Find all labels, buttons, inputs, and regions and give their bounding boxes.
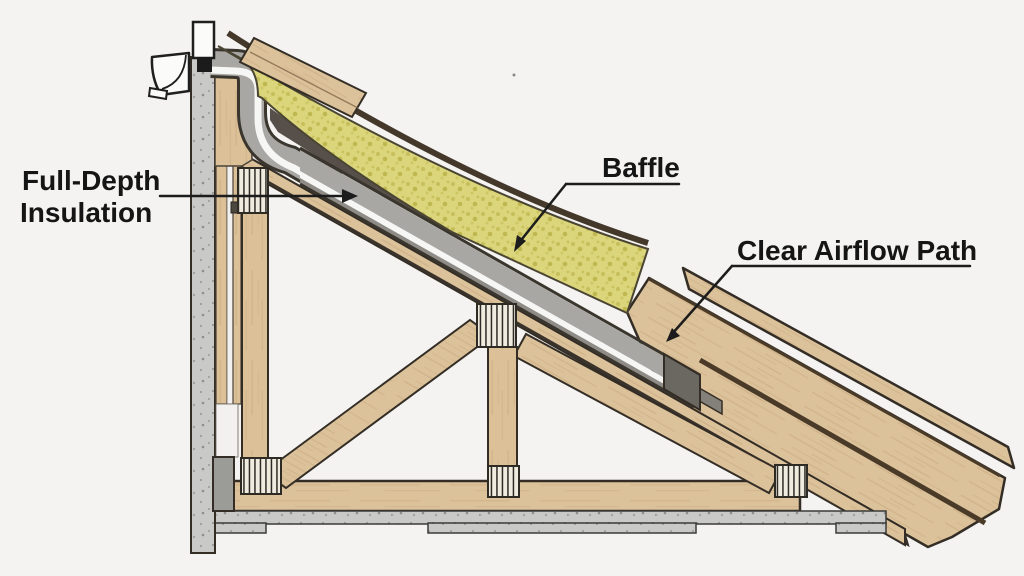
plank-edge-line [648,277,1001,478]
eave-exterior [147,20,216,101]
wall-concrete [190,56,216,554]
baffle-end-cap [663,352,701,412]
label-clear-airflow: Clear Airflow Path [737,235,977,266]
airflow-leader-line [670,264,734,336]
baffle-gray-band [300,150,700,398]
insulation-batt [217,30,650,315]
gutter-lip [147,86,169,101]
callouts: Full-Depth Insulation Baffle Clear Airfl… [20,152,977,342]
baffle-eave-curve [210,48,343,199]
ridge-board [238,36,368,119]
baffle-leader-line [516,182,568,246]
label-full-depth-line1: Full-Depth [22,165,160,196]
truss-web [237,167,808,498]
background-speck [512,73,516,77]
blocking-bottom-left [240,457,282,495]
label-baffle: Baffle [602,152,680,183]
gutter [150,51,191,97]
baffle-top-edge [299,146,701,377]
gutter-inner-curve [161,54,187,90]
label-full-depth-line2: Insulation [20,197,152,228]
airflow-arrowhead [666,328,680,342]
soffit-vent-block [197,57,212,72]
baffle-bottom-edge [299,182,695,409]
airflow-white-stripe [300,171,698,404]
blocking-post-top [476,303,517,348]
blocking-bottom-right [774,464,808,498]
blocking-eave [237,167,269,214]
insulation-body [217,45,650,315]
ridge-board-edge [249,51,359,109]
wall-furring-strip-1 [215,149,228,405]
stud-post [241,211,269,484]
fascia-board [191,20,216,60]
baffle-lower-gray [300,178,694,406]
baffle-white-stripe-curve [210,66,337,196]
wall-plate-block [212,456,235,512]
truss-vertical-post [487,346,518,467]
plank-groove-line [698,357,987,526]
airflow-channel [299,146,723,416]
blocking-bottom-mid [487,465,520,498]
roof-deck-back-plank [681,266,1016,470]
wall-air-gap [226,149,234,405]
baffle-arrowhead [514,235,526,252]
full-depth-arrowhead [342,189,358,203]
wall-lower-gap [215,403,239,458]
